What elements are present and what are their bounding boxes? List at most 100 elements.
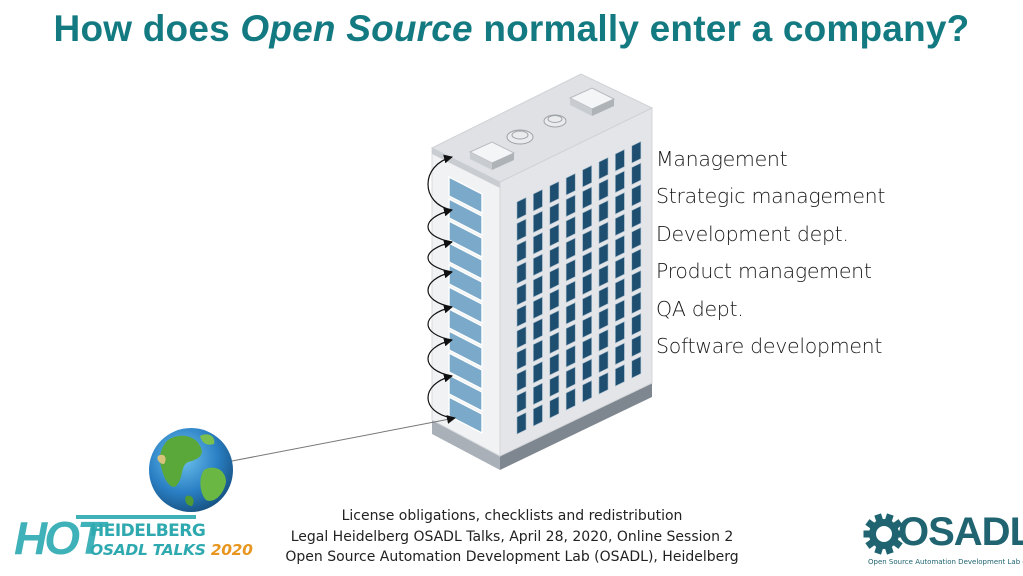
facade-window [565,237,576,260]
facade-window [533,318,543,341]
roof-unit-vent [568,87,616,116]
facade-window [565,388,576,411]
facade-window [631,334,642,357]
facade-window [582,294,592,317]
facade-window [516,218,527,241]
facade-window [582,251,592,274]
left-window-pane [448,307,483,347]
footer-line: Open Source Automation Development Lab (… [285,549,739,565]
facade-window [549,396,560,419]
roof-unit-vent [468,141,516,170]
department-item: Management [656,147,788,171]
roof-fan [511,130,529,140]
facade-window [615,278,625,301]
facade-window [615,364,625,387]
facade-window [582,337,592,360]
facade-window [582,208,592,231]
upward-arrow [427,269,453,308]
upward-arrow [427,154,453,211]
facade-window [565,345,576,368]
globe-entry-arrow [231,415,456,462]
upward-arrow [427,239,453,273]
department-item: QA dept. [656,296,744,321]
facade-window [516,261,527,284]
title-part1: How does [53,8,241,49]
facade-window [533,275,543,298]
facade-window [549,374,560,397]
facade-window [598,221,609,244]
facade-window [549,224,560,247]
facade-window [533,296,543,319]
facade-window [598,350,609,373]
footer-line: License obligations, checklists and redi… [341,508,683,524]
facade-window [516,283,527,306]
gear-tooth [897,530,905,538]
facade-window [615,213,625,236]
facade-window [631,291,642,314]
facade-window [533,232,543,255]
slide-footer: License obligations, checklists and redi… [262,506,762,568]
left-window-strip [448,175,483,435]
facade-window [631,248,642,271]
upward-arrow [427,337,453,377]
right-window-grid [516,141,642,435]
facade-window [516,369,527,392]
osadl-logo-subtitle: Open Source Automation Development Lab e… [868,558,1023,566]
facade-window [582,380,592,403]
facade-window [516,390,527,413]
facade-window [598,286,609,309]
facade-window [582,165,592,188]
facade-window [631,270,642,293]
facade-window [516,240,527,263]
facade-window [549,353,560,376]
facade-window [565,173,576,196]
facade-window [549,245,560,268]
facade-window [565,216,576,239]
facade-window [565,194,576,217]
left-window-pane [448,285,483,325]
facade-window [582,186,592,209]
osadl-logo: OSADL Open Source Automation Development… [862,508,1023,570]
left-window-pane [448,395,483,435]
roof-fan [547,115,563,123]
facade-window [615,149,625,172]
roof-fan [506,129,534,145]
facade-window [582,229,592,252]
facade-window [565,259,576,282]
facade-window [615,192,625,215]
facade-window [549,288,560,311]
facade-window [598,264,609,287]
facade-window [631,227,642,250]
facade-window [565,323,576,346]
logo-bar [76,515,196,519]
hot-logo-line2: OSADL TALKS 2020 [90,541,253,559]
floor-arrows [427,154,453,419]
facade-window [516,304,527,327]
department-item: Software development [656,334,883,359]
facade-window [565,302,576,325]
facade-window [516,412,527,435]
facade-window [533,189,543,212]
facade-window [631,162,642,185]
hot-logo-word: HOT [14,512,105,564]
facade-window [533,253,543,276]
facade-window [516,326,527,349]
facade-window [549,202,560,225]
facade-window [516,347,527,370]
facade-window [598,157,609,180]
left-window-pane [448,175,483,215]
facade-window [565,366,576,389]
earth-globe-icon [149,428,233,512]
department-item: Product management [656,259,872,284]
osadl-logo-word: OSADL [898,510,1023,554]
facade-window [533,404,543,427]
facade-window [631,205,642,228]
facade-window [615,235,625,258]
facade-window [598,243,609,266]
facade-window [549,310,560,333]
facade-window [582,358,592,381]
facade-window [549,267,560,290]
upward-arrow [427,373,453,419]
facade-window [631,313,642,336]
